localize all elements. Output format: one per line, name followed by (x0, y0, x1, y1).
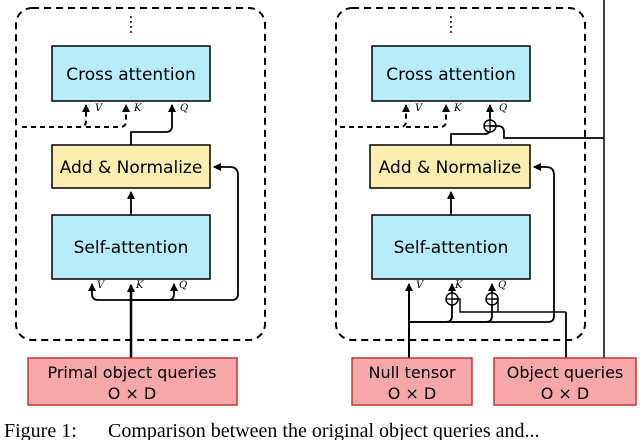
object-query-to-self-plus (452, 298, 566, 313)
residual-connection (131, 163, 239, 301)
self-attention-label-right: Self-attention (394, 238, 509, 258)
left-panel: Cross attention Add & Normalize Self-att… (15, 7, 266, 406)
add-normalize-label: Add & Normalize (60, 158, 203, 178)
cross-port-k: K (133, 103, 142, 114)
object-queries-label: Object queries (507, 363, 624, 382)
cross-attention-block-right (371, 45, 531, 102)
cross-port-q: Q (180, 103, 188, 114)
add-normalize-block-right (369, 144, 531, 189)
cross-port-v: V (95, 103, 104, 114)
cross-port-q-right: Q (499, 103, 507, 114)
self-port-v: V (97, 280, 106, 291)
object-query-to-cross-q (490, 125, 604, 139)
self-port-q-right: Q (498, 280, 506, 291)
add-normalize-block (51, 144, 211, 189)
self-port-q: Q (179, 280, 187, 291)
cross-attention-block (51, 45, 211, 102)
memory-dashed-arrow-k-right (406, 104, 450, 128)
self-port-k-right: K (454, 280, 463, 291)
caption-text: Comparison between the original object q… (108, 420, 540, 440)
object-queries-input (493, 357, 637, 406)
right-panel: Cross attention Add & Normalize Self-att… (335, 0, 637, 406)
self-attention-block-right (371, 214, 531, 280)
null-tensor-shape: O × D (388, 384, 437, 403)
memory-dashed-arrow-right (340, 104, 410, 128)
memory-dashed-arrow-k (86, 104, 130, 128)
norm-to-cross-q (130, 104, 176, 145)
residual-connection-right (409, 163, 555, 323)
caption-label: Figure 1: (4, 420, 77, 440)
decoder-layer-frame-right (335, 7, 586, 341)
self-port-k: K (135, 280, 144, 291)
self-port-v-right: V (416, 280, 425, 291)
add-normalize-label-right: Add & Normalize (379, 158, 522, 178)
memory-dashed-arrow (22, 104, 90, 128)
null-to-q (452, 283, 496, 323)
cross-port-v-right: V (415, 103, 424, 114)
cross-port-k-right: K (453, 103, 462, 114)
decoder-layer-frame (15, 7, 266, 341)
null-tensor-label: Null tensor (368, 363, 455, 382)
object-queries-shape: O × D (541, 384, 590, 403)
primal-queries-label: Primal object queries (47, 363, 216, 382)
cross-attention-label-right: Cross attention (386, 65, 516, 85)
null-tensor-input (351, 357, 473, 406)
cross-attention-label: Cross attention (66, 65, 196, 85)
self-attention-label: Self-attention (74, 238, 189, 258)
primal-queries-input (27, 357, 238, 406)
input-to-v (88, 283, 131, 301)
primal-queries-shape: O × D (108, 384, 157, 403)
figure-caption: Figure 1: Comparison between the origina… (4, 420, 540, 440)
null-to-k (409, 283, 456, 323)
